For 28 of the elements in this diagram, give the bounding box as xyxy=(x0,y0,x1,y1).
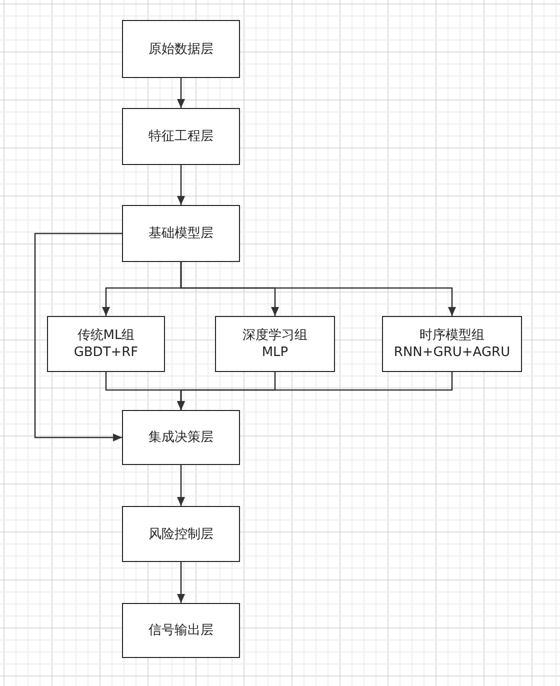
arrow xyxy=(177,165,185,205)
process-box xyxy=(122,108,240,165)
box-label: 风险控制层 xyxy=(148,526,214,542)
arrow xyxy=(177,78,185,108)
process-box xyxy=(122,410,240,465)
box-label: 原始数据层 xyxy=(148,40,214,58)
box-label: 基础模型层 xyxy=(148,225,214,242)
process-box xyxy=(122,205,240,262)
box-label: 集成决策层 xyxy=(148,429,214,446)
box-label: RNN+GRU+AGRU xyxy=(394,344,510,361)
box-label: GBDT+RF xyxy=(74,344,138,361)
process-box xyxy=(215,316,335,372)
box-label: 深度学习组 xyxy=(242,327,308,344)
box-label: 信号输出层 xyxy=(148,622,214,639)
process-box xyxy=(122,20,240,78)
arrow xyxy=(177,465,185,506)
box-label: MLP xyxy=(262,344,288,361)
box-label: 特征工程层 xyxy=(148,128,214,145)
process-box xyxy=(47,316,165,372)
box-label: 时序模型组 xyxy=(420,327,484,344)
arrow xyxy=(34,232,122,442)
process-box xyxy=(122,506,240,562)
arrow xyxy=(177,372,453,410)
process-box xyxy=(382,316,522,372)
process-box xyxy=(122,603,240,658)
arrow xyxy=(180,262,456,316)
box-label: 传统ML组 xyxy=(77,327,135,344)
arrow xyxy=(177,562,185,603)
